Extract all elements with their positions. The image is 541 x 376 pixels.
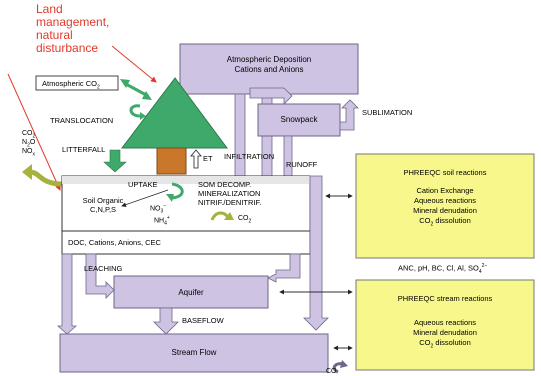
n2o-gas-label: N2O	[22, 139, 36, 149]
soil-box	[61, 175, 311, 255]
snowpack-box	[257, 103, 341, 137]
atmospheric-deposition-box	[179, 43, 359, 95]
sublimation-arrow	[339, 99, 359, 131]
ammonium-label: NH4+	[154, 215, 170, 227]
tree-trunk	[156, 147, 187, 175]
soil-to-aquifer-arrow	[267, 253, 301, 283]
stream-aqueous-label: Aqueous reactions	[413, 318, 477, 327]
stream-co2-dissolution-label: CO2 dissolution	[419, 338, 471, 350]
stream-co2-label: CO	[326, 368, 337, 375]
stream-flow-box	[59, 333, 329, 373]
stream-reactions-box	[355, 279, 535, 371]
mineralization-label: MINERALIZATION	[198, 189, 261, 198]
co2-exchange-arrow	[123, 81, 149, 98]
co2-gas-label: CO2	[22, 130, 36, 140]
litterfall-arrow	[103, 149, 127, 173]
atmospheric-co2-label: Atmospheric CO2	[42, 79, 100, 91]
sublimation-label: SUBLIMATION	[362, 108, 413, 117]
leaching-arrow-left	[56, 253, 78, 335]
soil-reactions-box	[355, 153, 535, 259]
co2-exchange-arrowhead-left	[120, 79, 130, 88]
nitrification-label: NITRIF./DENITRIF.	[198, 198, 262, 207]
soil-organic-label: Soil Organic	[82, 196, 124, 205]
doc-label: DOC, Cations, Anions, CEC	[68, 238, 161, 247]
soil-aqueous-label: Aqueous reactions	[413, 196, 477, 205]
co2-exchange-arrowhead-right	[142, 91, 152, 100]
deposition-down-arrow-1	[229, 93, 251, 187]
et-label: ET	[203, 154, 213, 163]
translocation-arrowhead	[140, 112, 146, 120]
snowpack-label: Snowpack	[280, 115, 318, 124]
uptake-label: UPTAKE	[128, 180, 158, 189]
runoff-arrow	[303, 175, 329, 331]
annotation-arrow-soil	[7, 73, 61, 191]
aquifer-box	[113, 275, 269, 309]
stream-mineral-label: Mineral denudation	[413, 328, 477, 337]
annotation-line-3: natural	[36, 28, 73, 42]
soil-mineral-label: Mineral denudation	[413, 206, 477, 215]
atmospheric-co2-box	[35, 75, 119, 91]
nox-gas-label: NOx	[22, 148, 35, 158]
soil-organic-elements: C,N,P,S	[89, 205, 117, 214]
translocation-label: TRANSLOCATION	[50, 116, 114, 125]
annotation-line-4: disturbance	[36, 41, 99, 55]
leaching-arrow-to-aquifer	[85, 253, 115, 299]
som-decomp-label: SOM DECOMP.	[198, 180, 252, 189]
stream-flow-label: Stream Flow	[171, 348, 217, 357]
soil-top-layer	[62, 176, 310, 184]
gas-emission-arrow	[29, 169, 63, 187]
chemistry-label: ANC, pH, BC, Cl, Al, SO42−	[398, 263, 488, 275]
deposition-subtitle: Cations and Anions	[234, 65, 304, 74]
deposition-title: Atmospheric Deposition	[226, 55, 312, 64]
annotation-arrow-tree	[111, 45, 157, 83]
leaching-label: LEACHING	[84, 264, 123, 273]
cation-exchange-label: Cation Exchange	[416, 186, 474, 195]
soil-reactions-title: PHREEQC soil reactions	[403, 168, 487, 177]
annotation-line-1: Land	[36, 2, 63, 16]
soil-co2-dissolution-label: CO2 dissolution	[419, 216, 471, 228]
soil-organic-arrowhead	[166, 194, 174, 202]
co2-release-arrowhead	[224, 212, 234, 220]
translocation-curl-arrow	[129, 104, 141, 118]
aquifer-label: Aquifer	[178, 288, 204, 297]
uptake-arrow	[121, 189, 169, 207]
infiltration-label: INFILTRATION	[224, 152, 275, 161]
baseflow-label: BASEFLOW	[182, 316, 224, 325]
nitrate-label: NO3−	[150, 203, 167, 215]
annotation-line-2: management,	[36, 15, 110, 29]
stream-reactions-title: PHREEQC stream reactions	[397, 294, 493, 303]
stream-co2-arrowhead	[340, 360, 348, 368]
soil-organic-green-arrow	[169, 182, 184, 200]
et-arrow	[190, 149, 202, 169]
soil-co2-label: CO2	[238, 215, 252, 225]
baseflow-arrow	[153, 307, 179, 335]
runoff-label: RUNOFF	[286, 160, 318, 169]
litterfall-label: LITTERFALL	[62, 145, 106, 154]
gas-emission-arrowhead	[22, 164, 32, 180]
